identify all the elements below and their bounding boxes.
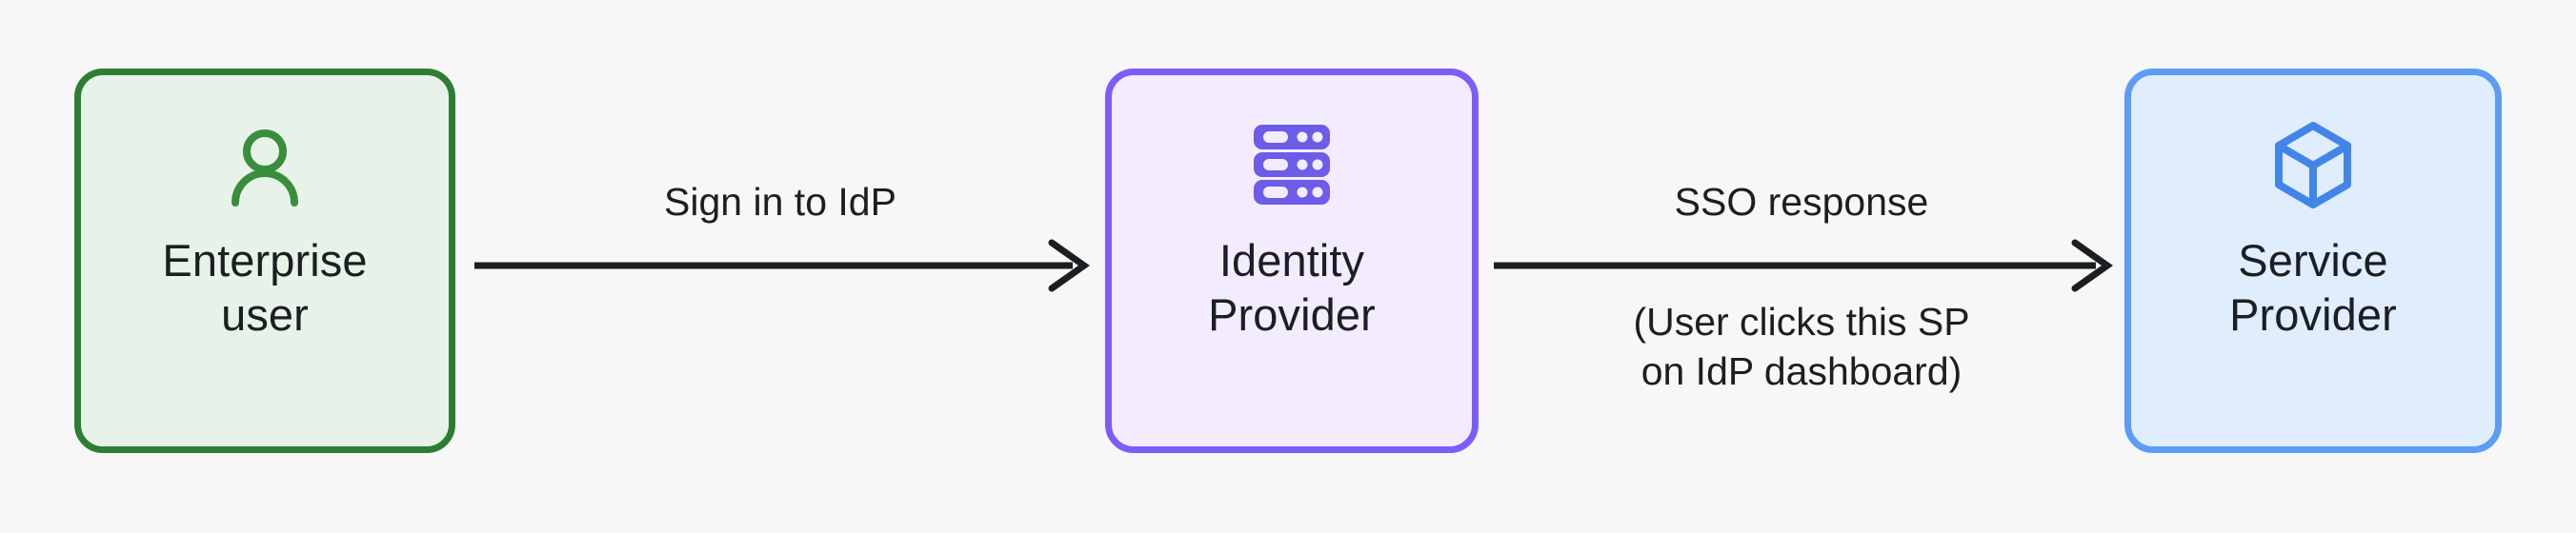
- node-label-identity-provider: Identity Provider: [1208, 235, 1376, 341]
- node-service-provider[interactable]: Service Provider: [2124, 69, 2502, 453]
- node-identity-provider[interactable]: Identity Provider: [1105, 69, 1479, 453]
- server-icon: [1251, 119, 1333, 210]
- node-enterprise-user[interactable]: Enterprise user: [74, 69, 455, 453]
- edge-label-user-clicks-note: (User clicks this SP on IdP dashboard): [1633, 300, 1970, 394]
- arrow-user-to-idp: [474, 239, 1091, 292]
- edge-label-sign-in-to-idp: Sign in to IdP: [664, 180, 896, 224]
- node-label-enterprise-user: Enterprise user: [162, 235, 368, 341]
- node-label-service-provider: Service Provider: [2229, 235, 2397, 341]
- edge-label-sso-response: SSO response: [1674, 180, 1929, 224]
- arrow-idp-to-sp: [1494, 239, 2114, 292]
- person-icon: [219, 119, 311, 210]
- cube-icon: [2269, 119, 2357, 210]
